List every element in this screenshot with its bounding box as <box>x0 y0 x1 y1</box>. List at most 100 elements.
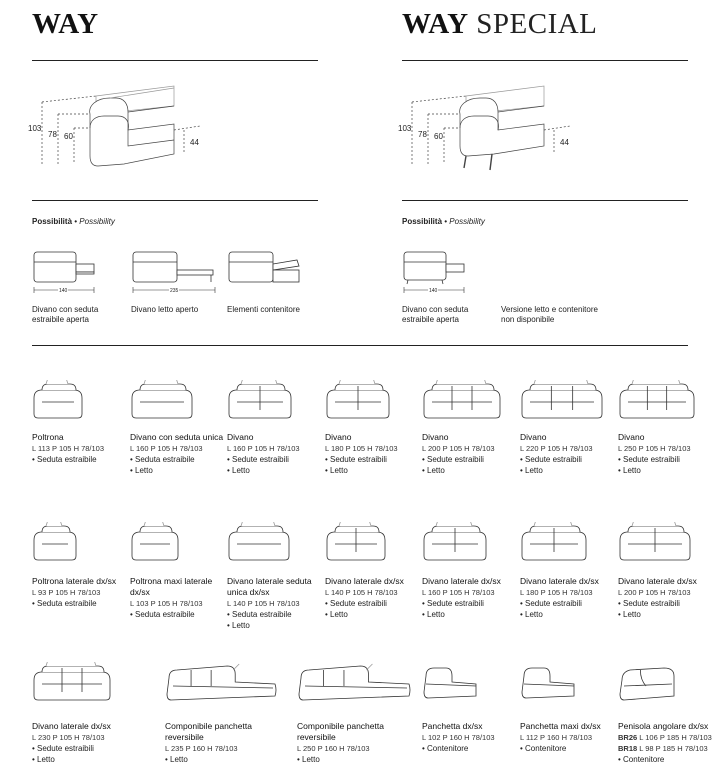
product-drawing <box>297 662 413 706</box>
product-dimensions: L 250 P 160 H 78/103 <box>297 744 370 753</box>
divider <box>32 200 318 201</box>
product-option: • Sedute estraibili <box>422 455 484 464</box>
product-dimensions: L 112 P 160 H 78/103 <box>520 733 593 742</box>
divider <box>32 60 318 61</box>
product-option: • Sedute estraibili <box>520 455 582 464</box>
product-option: • Seduta estraibile <box>227 610 292 619</box>
product-name: Divano <box>227 432 254 442</box>
possibility-subtitle: Possibility <box>449 217 485 226</box>
brand-name: WAY <box>402 8 469 40</box>
possibility-dimension: 140 <box>58 288 69 294</box>
dimension-height-arm: 60 <box>64 132 73 141</box>
possibility-pullout-seat: 140 <box>402 248 472 301</box>
product-name: Divano con seduta unica <box>130 432 224 442</box>
product-option: • Letto <box>422 466 445 475</box>
product-name: Divano <box>520 432 547 442</box>
product-option: • Letto <box>422 610 445 619</box>
product-name: Componibile panchetta reversibile <box>297 721 384 742</box>
brand-name: WAY <box>32 8 99 40</box>
product-dimensions: BR18 L 98 P 185 H 78/103 <box>618 743 713 754</box>
product-drawing <box>130 522 180 566</box>
product-drawing <box>165 662 279 706</box>
product-option: • Seduta estraibile <box>130 610 195 619</box>
product-name: Divano laterale dx/sx <box>618 576 697 586</box>
product-info: Divano L 160 P 105 H 78/103 • Sedute estra… <box>227 432 322 476</box>
product-dimensions: L 113 P 105 H 78/103 <box>32 444 105 453</box>
product-option: • Letto <box>520 466 543 475</box>
product-dimensions: L 140 P 105 H 78/103 <box>325 588 398 597</box>
product-code: BR18 <box>618 744 638 753</box>
product-drawing <box>422 380 502 424</box>
product-name: Divano laterale dx/sx <box>32 721 111 731</box>
product-drawing <box>520 662 578 706</box>
product-option: • Sedute estraibili <box>32 744 94 753</box>
product-dimensions: L 200 P 105 H 78/103 <box>618 588 691 597</box>
product-option: • Letto <box>165 755 188 764</box>
product-drawing <box>130 380 194 424</box>
product-dimensions: L 180 P 105 H 78/103 <box>520 588 593 597</box>
product-drawing <box>32 522 78 566</box>
dimension-drawing-way-special: 103 78 60 44 <box>394 84 604 184</box>
possibility-caption: Versione letto e contenitore non disponi… <box>501 305 598 324</box>
product-option: • Letto <box>520 610 543 619</box>
product-option: • Contenitore <box>422 744 469 753</box>
product-info: Divano laterale dx/sx L 140 P 105 H 78/10… <box>325 576 420 620</box>
product-dimensions: L 160 P 105 H 78/103 <box>227 444 300 453</box>
product-option: • Sedute estraibili <box>325 455 387 464</box>
product-name: Poltrona <box>32 432 64 442</box>
product-dimensions: L 93 P 105 H 78/103 <box>32 588 101 597</box>
product-drawing <box>618 380 696 424</box>
product-option: • Sedute estraibili <box>520 599 582 608</box>
possibility-subtitle: Possibility <box>79 217 115 226</box>
dimension-height-total: 103 <box>398 124 412 133</box>
product-option: • Letto <box>618 466 641 475</box>
product-option: • Letto <box>227 621 250 630</box>
product-info: Divano laterale dx/sx L 200 P 105 H 78/10… <box>618 576 708 620</box>
product-dimensions: L 160 P 105 H 78/103 <box>422 588 495 597</box>
dimension-height-total: 103 <box>28 124 42 133</box>
dimension-seat-height: 44 <box>560 138 569 147</box>
product-option: • Sedute estraibili <box>618 455 680 464</box>
product-info: Divano laterale dx/sx L 180 P 105 H 78/10… <box>520 576 615 620</box>
product-dimensions: L 160 P 105 H 78/103 <box>130 444 203 453</box>
product-option: • Letto <box>130 466 153 475</box>
product-info: Poltrona L 113 P 105 H 78/103 • Seduta est… <box>32 432 122 465</box>
product-drawing <box>618 662 678 706</box>
product-option: • Sedute estraibili <box>325 599 387 608</box>
divider <box>402 60 688 61</box>
product-option: • Letto <box>618 610 641 619</box>
product-dimensions: L 180 P 105 H 78/103 <box>325 444 398 453</box>
product-dimensions: BR26 L 106 P 185 H 78/103 <box>618 732 713 743</box>
divider <box>402 200 688 201</box>
product-option: • Sedute estraibili <box>227 455 289 464</box>
product-drawing <box>227 380 293 424</box>
product-option: • Letto <box>325 610 348 619</box>
product-name: Componibile panchetta reversibile <box>165 721 252 742</box>
product-name: Divano laterale dx/sx <box>325 576 404 586</box>
product-name: Penisola angolare dx/sx <box>618 721 709 731</box>
product-dimension-value: L 98 P 185 H 78/103 <box>639 744 708 753</box>
product-drawing <box>227 522 291 566</box>
possibility-caption: Divano con seduta estraibile aperta <box>32 305 99 324</box>
dimension-height-back: 78 <box>418 130 427 139</box>
product-drawing <box>325 380 391 424</box>
product-drawing <box>422 522 488 566</box>
brand-way-special: WAY SPECIAL <box>402 10 597 39</box>
product-option: • Seduta estraibile <box>32 455 97 464</box>
product-name: Divano laterale dx/sx <box>520 576 599 586</box>
product-option: • Letto <box>325 466 348 475</box>
divider <box>32 345 688 346</box>
possibility-storage <box>227 248 307 293</box>
product-drawing <box>32 662 112 706</box>
product-drawing <box>520 380 604 424</box>
product-option: • Seduta estraibile <box>32 599 97 608</box>
